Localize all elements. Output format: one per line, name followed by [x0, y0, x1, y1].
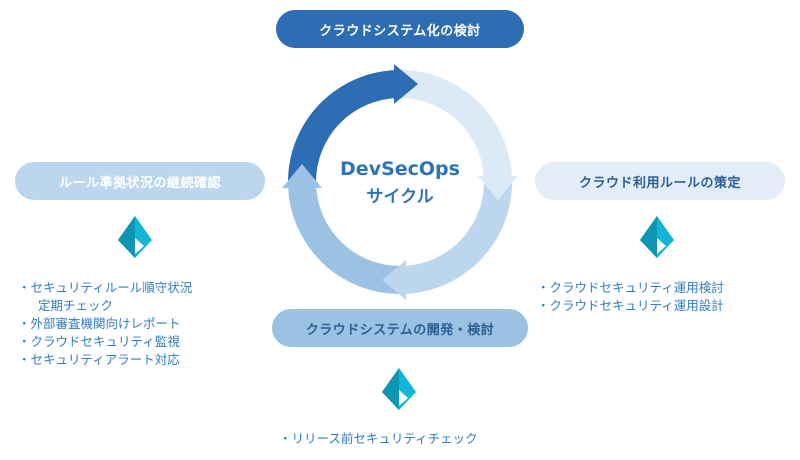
list-item: ・クラウドセキュリティ監視 [18, 334, 180, 349]
phase-right-label: クラウド利用ルールの策定 [578, 175, 741, 191]
right-task-list: ・クラウドセキュリティ運用検討 ・クラウドセキュリティ運用設計 [537, 279, 724, 315]
cycle-segment-bottom-left [288, 182, 400, 294]
list-item: ・セキュリティアラート対応 [18, 352, 180, 367]
cycle-segment-bottom-right [400, 182, 512, 294]
phase-top-pill: クラウドシステム化の検討 [276, 10, 524, 48]
bottom-task-list: ・リリース前セキュリティチェック [279, 430, 478, 448]
left-task-list: ・セキュリティルール順守状況 定期チェック ・外部審査機関向けレポート ・クラウ… [18, 279, 192, 369]
list-item: ・クラウドセキュリティ運用検討 [537, 280, 724, 295]
cycle-arrowhead-left [282, 164, 322, 188]
list-item: ・クラウドセキュリティ運用設計 [537, 298, 724, 313]
down-arrow-icon [640, 216, 674, 258]
cycle-subtitle: サイクル [366, 187, 434, 207]
cycle-segment-top-left [288, 70, 400, 182]
phase-bottom-pill: クラウドシステムの開発・検討 [272, 309, 528, 347]
list-item: ・セキュリティルール順守状況 [18, 280, 193, 295]
cycle-title: DevSecOps [340, 158, 460, 180]
cycle-ring-icon [282, 64, 518, 300]
down-arrow-icon [382, 368, 416, 410]
phase-bottom-label: クラウドシステムの開発・検討 [305, 322, 495, 338]
phase-top-label: クラウドシステム化の検討 [319, 23, 481, 39]
list-item: 定期チェック [38, 298, 114, 313]
cycle-arrowhead-bottom [382, 260, 406, 300]
phase-left-label: ルール準拠状況の継続確認 [58, 175, 221, 191]
phase-left-pill: ルール準拠状況の継続確認 [15, 162, 265, 200]
down-arrow-icon [118, 216, 152, 258]
list-item: ・リリース前セキュリティチェック [279, 431, 478, 446]
list-item: ・外部審査機関向けレポート [18, 316, 181, 331]
phase-right-pill: クラウド利用ルールの策定 [535, 162, 785, 200]
cycle-arrowhead-top [394, 64, 418, 104]
cycle-segment-top-right [400, 70, 512, 182]
cycle-arrowhead-right [478, 176, 518, 200]
